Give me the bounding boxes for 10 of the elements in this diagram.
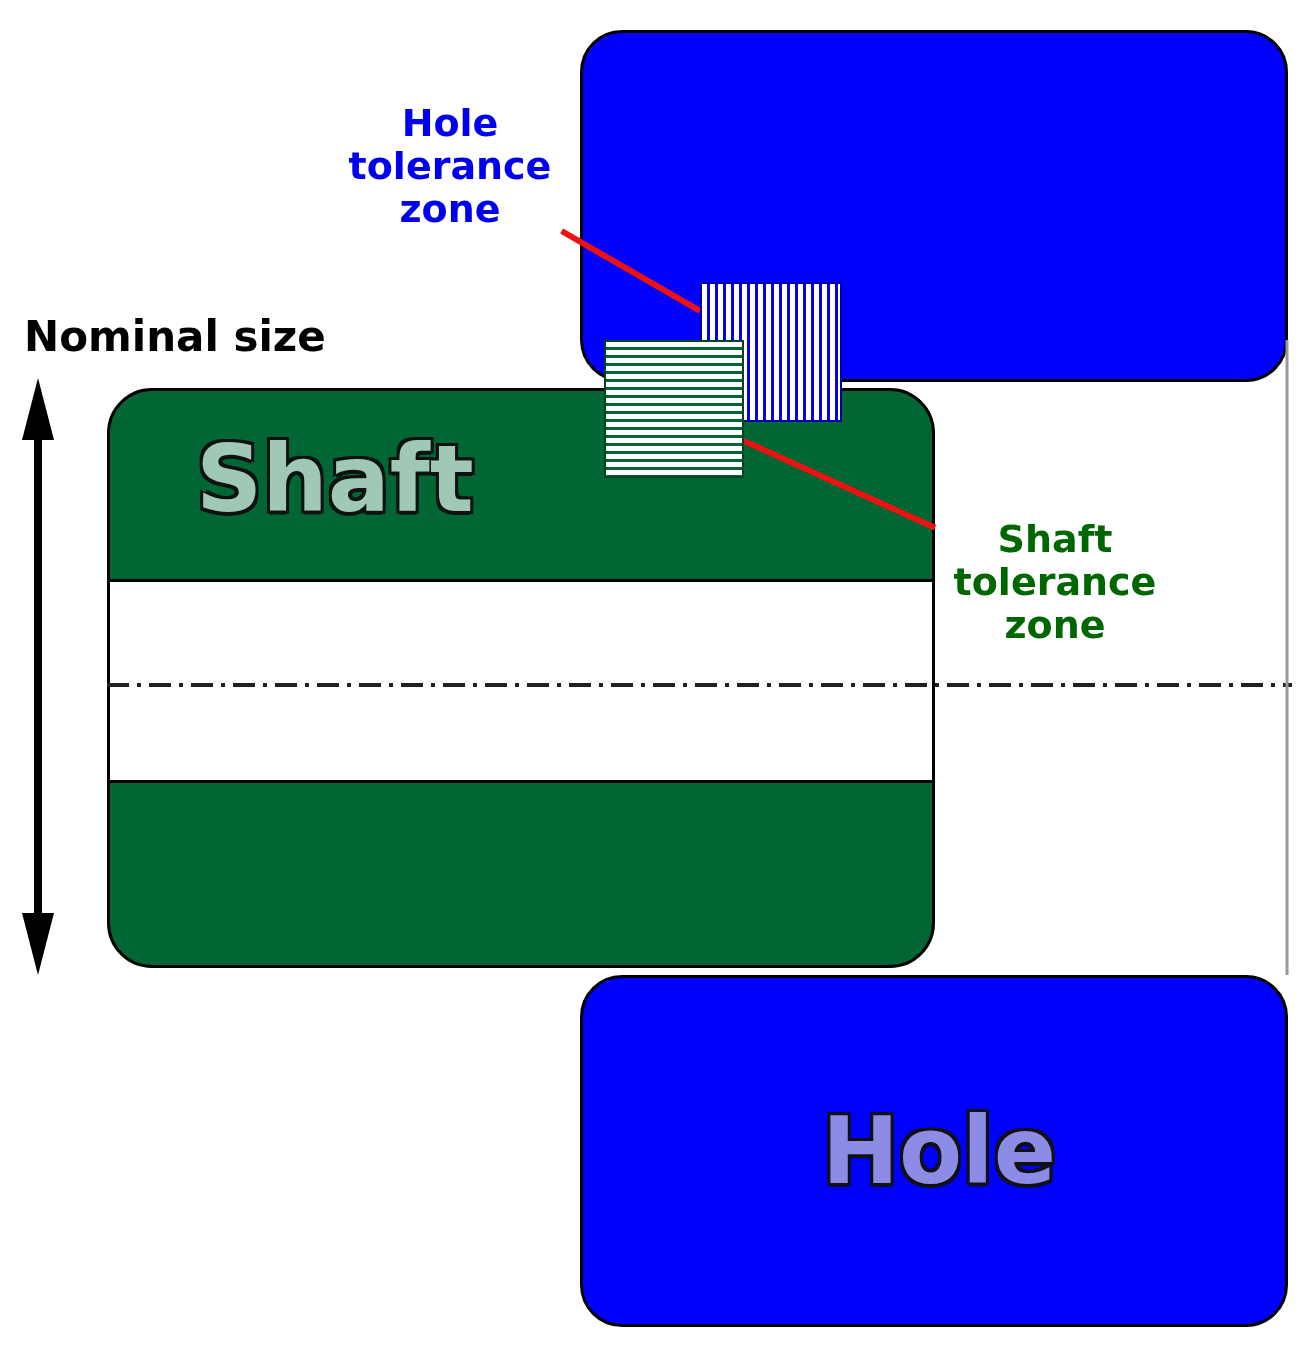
leader-line — [560, 228, 702, 314]
shaft-body — [107, 388, 935, 968]
hole-block — [580, 975, 1288, 1327]
shaft-label: Shaft — [196, 426, 474, 533]
hole-block — [580, 30, 1288, 382]
tolerance-zone — [604, 340, 744, 478]
dimension-label: Nominal size — [24, 312, 326, 361]
zone-label: Hole tolerance zone — [330, 102, 570, 231]
hole-label: Hole — [821, 1097, 1057, 1205]
zone-label: Shaft tolerance zone — [935, 518, 1175, 647]
